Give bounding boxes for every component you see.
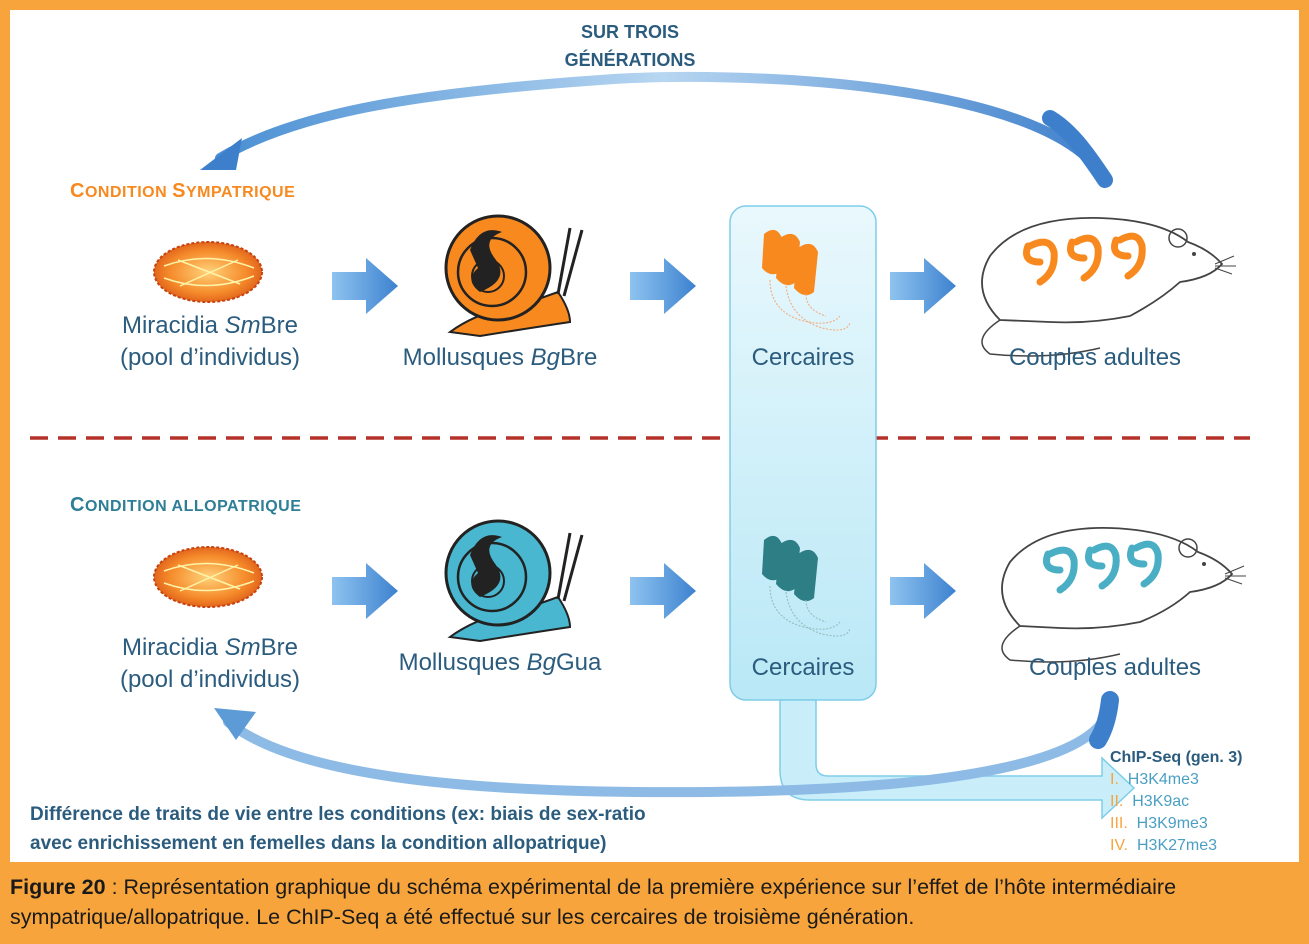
diagram-graphics xyxy=(30,71,1250,820)
miracidia-image-allopatric xyxy=(153,546,263,608)
mollusc-strain: Gua xyxy=(556,649,602,676)
miracidia-species-prefix: Sm xyxy=(224,312,261,339)
figure-caption: Figure 20 : Représentation graphique du … xyxy=(0,862,1309,944)
mollusc-text: Mollusques xyxy=(402,344,531,371)
difference-note-line-2: avec enrichissement en femelles dans la … xyxy=(30,833,607,854)
title-line-1: Sur trois xyxy=(580,22,679,42)
sympatric-cercariae-label: Cercaires xyxy=(751,344,855,371)
miracidia-line-1: Miracidia SmBre xyxy=(90,310,330,342)
chipseq-item: IV. H3K27me3 xyxy=(1110,835,1299,857)
miracidia-text: Miracidia xyxy=(121,312,225,339)
miracidia-strain: Bre xyxy=(260,634,299,661)
allopatric-mollusc-label: Mollusques BgGua xyxy=(380,647,620,679)
allopatric-heading-rest: ondition allopatrique xyxy=(84,498,302,515)
miracidia-line-1: Miracidia SmBre xyxy=(90,632,330,664)
chipseq-list: ChIP-Seq (gen. 3) I. H3K4me3 II. H3K9ac … xyxy=(1110,747,1299,857)
sympatric-heading-initial: C xyxy=(70,180,85,202)
top-return-arrow xyxy=(200,71,1113,188)
allopatric-miracidia-label: Miracidia SmBre (pool d’individus) xyxy=(90,632,330,696)
chipseq-item-mark: H3K27me3 xyxy=(1136,837,1218,854)
mollusc-text: Mollusques xyxy=(398,649,527,676)
chipseq-header: ChIP-Seq (gen. 3) xyxy=(1110,749,1243,766)
chipseq-item: II. H3K9ac xyxy=(1110,791,1299,813)
diagram-panel: Sur trois générations Condition Sympatri… xyxy=(10,10,1299,862)
chipseq-arrow xyxy=(779,699,1136,820)
generations-title: Sur trois générations xyxy=(530,18,730,74)
caption-text: : Représentation graphique du schéma exp… xyxy=(10,875,1177,929)
title-line-2: générations xyxy=(564,50,696,70)
bottom-return-arrow xyxy=(214,691,1119,798)
sympatric-heading: Condition Sympatrique xyxy=(70,180,295,203)
cercariae-image-allopatric xyxy=(762,535,851,637)
chipseq-item: III. H3K9me3 xyxy=(1110,813,1299,835)
sympatric-heading-rest-2: ympatrique xyxy=(185,184,296,201)
mouse-image-sympatric xyxy=(981,217,1236,357)
difference-note-line-1: Différence de traits de vie entre les co… xyxy=(30,804,646,825)
arrow-a1 xyxy=(332,563,398,619)
allopatric-heading: Condition allopatrique xyxy=(70,494,301,517)
chipseq-item-number: II. xyxy=(1110,793,1124,810)
sympatric-adults-label: Couples adultes xyxy=(1008,344,1182,371)
chipseq-item: I. H3K4me3 xyxy=(1110,769,1299,791)
arrow-a3 xyxy=(890,563,956,619)
snail-image-allopatric xyxy=(444,519,584,643)
chipseq-item-number: III. xyxy=(1110,815,1128,832)
arrow-s1 xyxy=(332,258,398,314)
snail-image-sympatric xyxy=(444,214,584,338)
miracidia-line-2: (pool d’individus) xyxy=(119,666,301,693)
miracidia-text: Miracidia xyxy=(121,634,225,661)
arrow-s2 xyxy=(630,258,696,314)
mouse-image-allopatric xyxy=(1001,527,1246,663)
miracidia-image-sympatric xyxy=(153,241,263,303)
chipseq-item-mark: H3K9ac xyxy=(1132,793,1190,810)
arrow-s3 xyxy=(890,258,956,314)
sympatric-mollusc-label: Mollusques BgBre xyxy=(380,342,620,374)
sympatric-miracidia-label: Miracidia SmBre (pool d’individus) xyxy=(90,310,330,374)
allopatric-adults-label: Couples adultes xyxy=(1028,654,1202,681)
allopatric-cercariae-label: Cercaires xyxy=(751,654,855,681)
cercariae-image-sympatric xyxy=(762,229,851,331)
miracidia-line-2: (pool d’individus) xyxy=(119,344,301,371)
difference-note: Différence de traits de vie entre les co… xyxy=(30,800,810,858)
caption-label: Figure 20 xyxy=(10,875,106,899)
sympatric-heading-rest: ondition xyxy=(84,184,173,201)
chipseq-item-mark: H3K4me3 xyxy=(1127,771,1199,788)
chipseq-item-number: IV. xyxy=(1110,837,1129,854)
chipseq-item-mark: H3K9me3 xyxy=(1136,815,1208,832)
chipseq-item-number: I. xyxy=(1110,771,1119,788)
miracidia-strain: Bre xyxy=(260,312,299,339)
arrow-a2 xyxy=(630,563,696,619)
miracidia-species-prefix: Sm xyxy=(224,634,261,661)
sympatric-heading-initial-2: S xyxy=(172,180,186,202)
allopatric-heading-initial: C xyxy=(70,494,85,516)
mollusc-strain: Bre xyxy=(560,344,598,371)
mollusc-species-prefix: Bg xyxy=(526,649,557,676)
mollusc-species-prefix: Bg xyxy=(530,344,561,371)
